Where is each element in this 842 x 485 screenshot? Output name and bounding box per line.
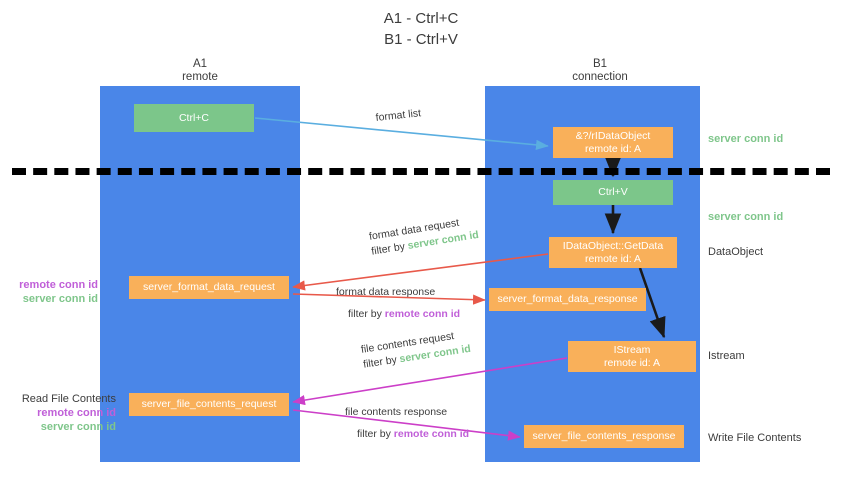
- annotation-file-contents-response-filter-key: remote conn id: [393, 428, 470, 440]
- annotation-file-contents-response: file contents response filter by remote …: [345, 405, 469, 442]
- annotation-format-data-response-filter-key: remote conn id: [384, 308, 461, 320]
- label-write-file-contents: Write File Contents: [708, 432, 802, 444]
- title-line-2: B1 - Ctrl+V: [384, 31, 458, 48]
- label-conn-id-group-file: Read File Contents remote conn id server…: [8, 392, 116, 434]
- phase-divider: [12, 168, 830, 175]
- annotation-format-data-response-filter-prefix: filter by: [348, 308, 385, 320]
- label-read-file-contents: Read File Contents: [21, 393, 116, 405]
- annotation-file-contents-response-title: file contents response: [345, 406, 448, 418]
- node-server-file-contents-response-label: server_file_contents_response: [532, 430, 676, 442]
- label-remote-conn-id-b: remote conn id: [37, 407, 116, 419]
- node-server-format-data-request-label: server_format_data_request: [143, 281, 275, 293]
- label-remote-conn-id-a: remote conn id: [19, 279, 98, 291]
- node-istream-label: IStream: [613, 343, 651, 356]
- annotation-format-list-text: format list: [375, 107, 422, 124]
- annotation-format-data-response: format data response filter by remote co…: [336, 285, 460, 322]
- node-ctrl-v-label: Ctrl+V: [598, 186, 628, 198]
- column-header-a1: A1 remote: [130, 58, 270, 84]
- annotation-format-data-response-title: format data response: [336, 286, 436, 298]
- annotation-format-list: format list: [375, 106, 422, 126]
- annotation-file-contents-request: file contents request filter by server c…: [360, 327, 472, 373]
- node-istream-sub: remote id: A: [603, 356, 661, 369]
- node-getdata-label: IDataObject::GetData: [562, 239, 664, 252]
- node-idataobject-sub: remote id: A: [584, 142, 642, 155]
- node-istream[interactable]: IStream remote id: A: [568, 341, 696, 372]
- page-title: A1 - Ctrl+C B1 - Ctrl+V: [0, 8, 842, 50]
- node-server-format-data-response[interactable]: server_format_data_response: [489, 288, 646, 311]
- node-server-file-contents-response[interactable]: server_file_contents_response: [524, 425, 684, 448]
- column-header-a1-name: A1: [192, 58, 208, 70]
- annotation-file-contents-request-filter-prefix: filter by: [362, 353, 401, 371]
- node-server-format-data-request[interactable]: server_format_data_request: [129, 276, 289, 299]
- node-server-file-contents-request[interactable]: server_file_contents_request: [129, 393, 289, 416]
- label-istream: Istream: [708, 350, 745, 362]
- node-ctrl-c-label: Ctrl+C: [178, 111, 210, 124]
- column-header-b1: B1 connection: [530, 58, 670, 84]
- column-header-a1-sub: remote: [182, 71, 218, 83]
- node-idataobject[interactable]: &?/rIDataObject remote id: A: [553, 127, 673, 158]
- annotation-format-data-request: format data request filter by server con…: [368, 213, 480, 260]
- node-ctrl-v[interactable]: Ctrl+V: [553, 180, 673, 205]
- annotation-file-contents-response-filter-prefix: filter by: [357, 428, 394, 440]
- node-getdata-sub: remote id: A: [584, 252, 642, 265]
- column-header-b1-name: B1: [592, 58, 608, 70]
- label-dataobject: DataObject: [708, 246, 764, 258]
- label-server-conn-id-mid: server conn id: [708, 211, 784, 223]
- label-server-conn-id-top: server conn id: [708, 133, 784, 145]
- label-conn-id-group-format: remote conn id server conn id: [8, 278, 98, 306]
- node-server-format-data-response-label: server_format_data_response: [497, 293, 638, 305]
- node-server-file-contents-request-label: server_file_contents_request: [141, 398, 277, 410]
- node-ctrl-c[interactable]: Ctrl+C: [134, 104, 254, 132]
- title-line-1: A1 - Ctrl+C: [383, 10, 459, 27]
- column-header-b1-sub: connection: [572, 71, 628, 83]
- label-server-conn-id-b: server conn id: [40, 421, 116, 433]
- node-idataobject-getdata[interactable]: IDataObject::GetData remote id: A: [549, 237, 677, 268]
- label-server-conn-id-a: server conn id: [22, 293, 98, 305]
- node-idataobject-label: &?/rIDataObject: [575, 129, 651, 142]
